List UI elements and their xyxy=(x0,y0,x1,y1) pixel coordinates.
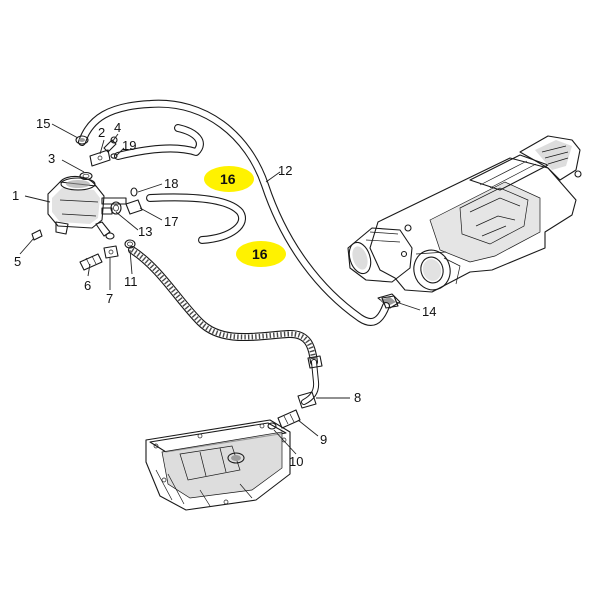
label-15: 15 xyxy=(36,116,50,131)
label-19: 19 xyxy=(122,138,136,153)
label-18: 18 xyxy=(164,176,178,191)
leader-lines xyxy=(19,123,421,455)
washer-10 xyxy=(267,422,277,430)
clip-14 xyxy=(381,295,399,309)
clamp-13 xyxy=(105,232,115,240)
label-4: 4 xyxy=(114,120,121,135)
highlight-16a xyxy=(204,166,254,192)
oil-pan xyxy=(145,419,291,511)
label-14: 14 xyxy=(422,304,436,319)
pipe-17 xyxy=(110,199,143,215)
clamp-18 xyxy=(130,187,138,197)
hose-16-upper xyxy=(114,124,204,160)
label-13: 13 xyxy=(138,224,152,239)
highlight-16b xyxy=(236,241,286,267)
label-16a: 16 xyxy=(220,171,236,187)
fitting-9 xyxy=(277,409,301,429)
fitting-7 xyxy=(103,245,119,259)
label-17: 17 xyxy=(164,214,178,229)
label-1: 1 xyxy=(12,188,19,203)
screw-5 xyxy=(31,229,43,241)
label-9: 9 xyxy=(320,432,327,447)
hose-16-lower xyxy=(146,193,246,244)
airbox-assembly xyxy=(347,135,582,309)
fitting-6 xyxy=(79,253,103,271)
screw-4 xyxy=(103,136,118,153)
label-6: 6 xyxy=(84,278,91,293)
label-7: 7 xyxy=(106,291,113,306)
label-3: 3 xyxy=(48,151,55,166)
label-2: 2 xyxy=(98,125,105,140)
label-16b: 16 xyxy=(252,246,268,262)
hose-8-braided xyxy=(128,246,323,409)
hose-12 xyxy=(78,99,390,326)
callout-labels: 1 2 3 4 5 6 7 8 9 10 11 12 13 14 15 16 1… xyxy=(12,116,436,469)
clamp-15 xyxy=(75,135,89,145)
clamp-11 xyxy=(124,239,136,249)
breather-tank xyxy=(47,175,127,237)
label-11: 11 xyxy=(124,274,138,289)
label-12: 12 xyxy=(278,163,292,178)
clamp-3 xyxy=(79,171,93,181)
label-10: 10 xyxy=(289,454,303,469)
bracket-2 xyxy=(89,149,111,167)
label-8: 8 xyxy=(354,390,361,405)
label-5: 5 xyxy=(14,254,21,269)
washer-19 xyxy=(110,153,118,159)
